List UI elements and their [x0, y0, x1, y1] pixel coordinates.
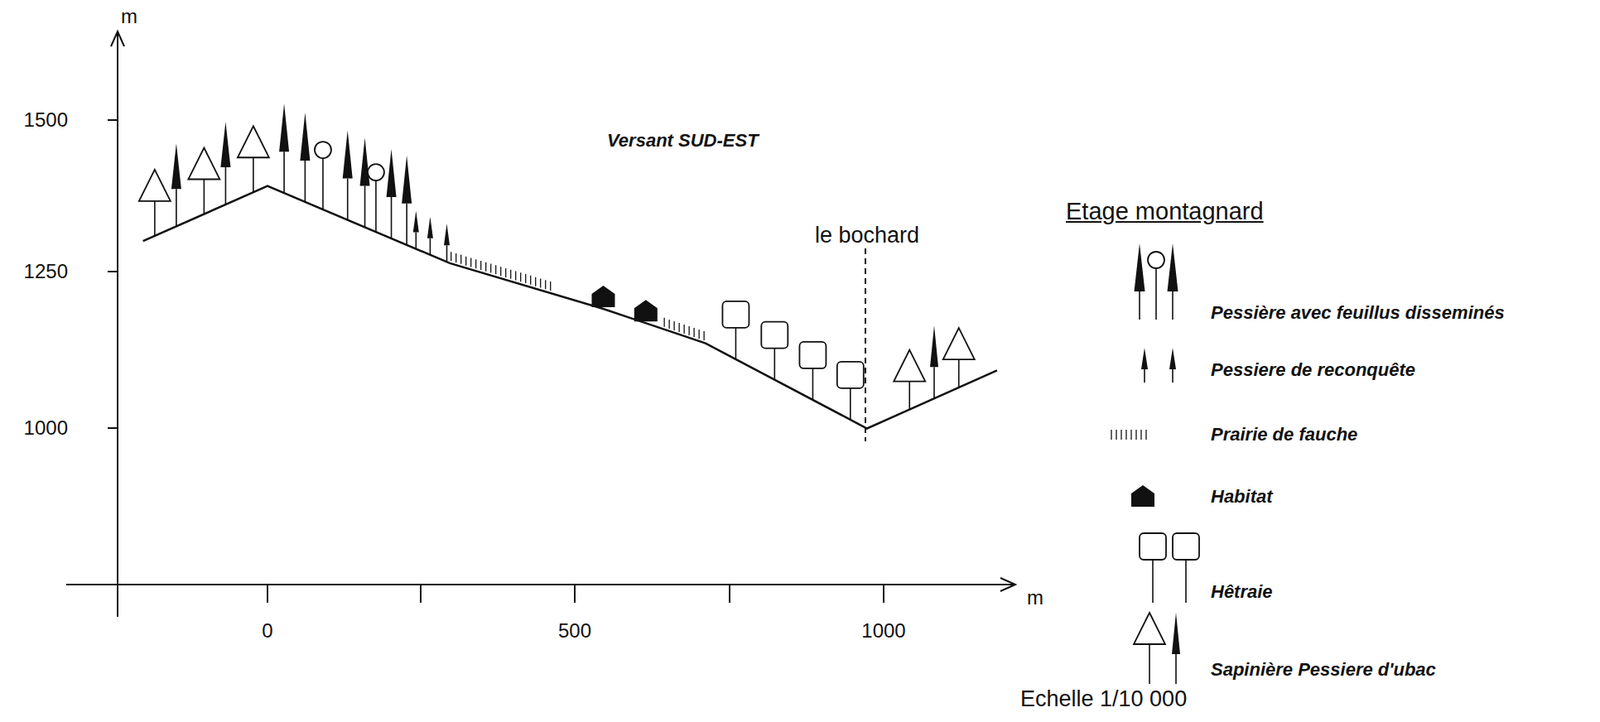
- legend-heading: Etage montagnard: [1065, 198, 1264, 226]
- legend-text: Sapinière Pessiere d'ubac: [1210, 660, 1437, 680]
- spruce-symbol: [1167, 243, 1179, 292]
- beech-symbol: [722, 301, 749, 328]
- axis-tick-label: 1000: [24, 417, 68, 439]
- scale-note: Echelle 1/10 000: [1020, 687, 1187, 713]
- beech-symbol: [837, 361, 864, 389]
- spruce-symbol: [220, 121, 231, 168]
- legend-text: Prairie de fauche: [1210, 424, 1358, 445]
- legend-text: Hêtraie: [1210, 582, 1273, 603]
- fir-symbol: [1133, 612, 1166, 645]
- spruce-symbol: [930, 325, 939, 367]
- axis-tick-label: 0: [261, 620, 273, 642]
- spruce-symbol: [443, 223, 450, 246]
- broadleaf-symbol: [367, 163, 385, 181]
- spruce-symbol: [1171, 612, 1181, 655]
- beech-symbol: [1139, 533, 1167, 560]
- axes: [66, 31, 1016, 617]
- fir-symbol: [139, 169, 171, 202]
- valley-marker: [864, 248, 867, 442]
- spruce-symbol: [171, 143, 182, 189]
- house-symbol: [591, 285, 615, 308]
- house-symbol: [634, 299, 658, 322]
- legend-symbols: [1111, 243, 1200, 685]
- broadleaf-symbol: [1147, 251, 1165, 269]
- fir-symbol: [187, 148, 220, 180]
- spruce-symbol: [1134, 243, 1146, 292]
- meadow-hatching: [451, 251, 551, 291]
- legend-text: Pessière avec feuillus disseminés: [1210, 303, 1505, 323]
- spruce-symbol: [360, 137, 371, 186]
- axis-tick-label: 1250: [24, 260, 68, 283]
- beech-symbol: [761, 322, 788, 349]
- spruce-symbol: [279, 103, 290, 152]
- spruce-symbol: [386, 149, 397, 198]
- fir-symbol: [943, 327, 975, 360]
- terrain-profile: [143, 186, 998, 429]
- axis-unit: m: [1026, 587, 1044, 609]
- fir-symbol: [893, 350, 926, 382]
- meadow-hatching: [664, 318, 704, 341]
- beech-symbol: [1172, 533, 1200, 560]
- illustration: [66, 31, 1200, 685]
- axis-tick-label: 1500: [24, 109, 68, 131]
- legend-text: Habitat: [1210, 486, 1273, 507]
- vegetation: [139, 103, 975, 420]
- legend-text: Pessiere de reconquête: [1210, 360, 1416, 381]
- spruce-symbol: [427, 216, 434, 239]
- spruce-symbol: [401, 155, 412, 204]
- house-symbol: [1131, 485, 1155, 507]
- place-name: le bochard: [814, 223, 920, 249]
- broadleaf-symbol: [314, 141, 332, 159]
- spruce-symbol: [1169, 347, 1176, 370]
- axis-tick-label: 1000: [861, 620, 906, 642]
- spruce-symbol: [1141, 347, 1148, 370]
- fir-symbol: [237, 125, 270, 158]
- slope-title: Versant SUD-EST: [607, 130, 759, 151]
- spruce-symbol: [342, 130, 353, 179]
- axis-tick-label: 500: [558, 620, 592, 642]
- axis-unit: m: [120, 5, 138, 28]
- beech-symbol: [799, 342, 826, 369]
- spruce-symbol: [413, 211, 420, 233]
- spruce-symbol: [299, 112, 310, 161]
